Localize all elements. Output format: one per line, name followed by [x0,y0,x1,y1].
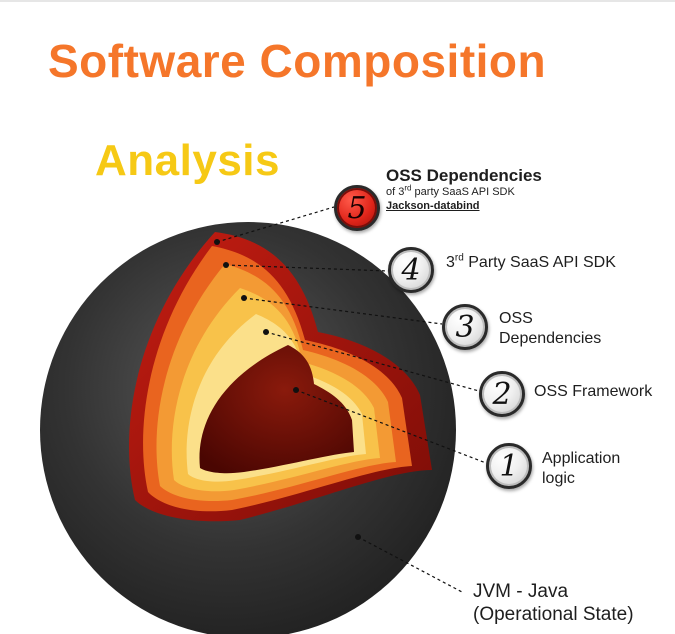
layer-5-title: OSS Dependencies [386,166,542,185]
layer-4-suffix: Party SaaS API SDK [463,254,616,271]
layer-5-label: OSS Dependencies of 3rd party SaaS API S… [386,166,542,213]
base-label: JVM - Java (Operational State) [473,580,634,626]
layer-3-label: OSS Dependencies [499,309,601,349]
layer-1-badge: 1 [486,443,532,489]
layer-3-badge: 3 [442,304,488,350]
layer-3-line-2: Dependencies [499,330,602,347]
layer-1-line-2: logic [542,470,575,487]
title-line-1: Software Composition [48,35,547,87]
title-line-2: Analysis [95,136,280,185]
jackson-databind-link[interactable]: Jackson-databind [386,200,480,212]
layer-4-label: 3rd Party SaaS API SDK [446,253,616,273]
leader-line-2 [265,331,480,392]
layer-5-sub-suffix: party SaaS API SDK [411,186,515,198]
core [199,345,354,474]
layer-4-prefix: 3 [446,254,455,271]
layer-3-line-1: OSS [499,310,533,327]
leader-line-5 [216,206,335,243]
layer-5-badge: 5 [334,185,380,231]
top-rule [0,0,675,2]
layer-2-label: OSS Framework [534,383,653,400]
layer-4-badge: 4 [388,247,434,293]
layer-5-subtitle: of 3rd party SaaS API SDK [386,183,542,199]
leader-line-1 [295,389,487,464]
layer-1-label: Application logic [542,449,620,489]
base-line-2: (Operational State) [473,604,634,625]
layer-1-line-1: Application [542,450,621,467]
layer-2-badge: 2 [479,371,525,417]
layer-5-sub-sup: rd [404,183,412,193]
layer-4-sup: rd [454,252,464,264]
layer-5-sub-prefix: of 3 [386,186,405,198]
base-line-1: JVM - Java [473,581,569,602]
leader-line-base [357,536,463,593]
